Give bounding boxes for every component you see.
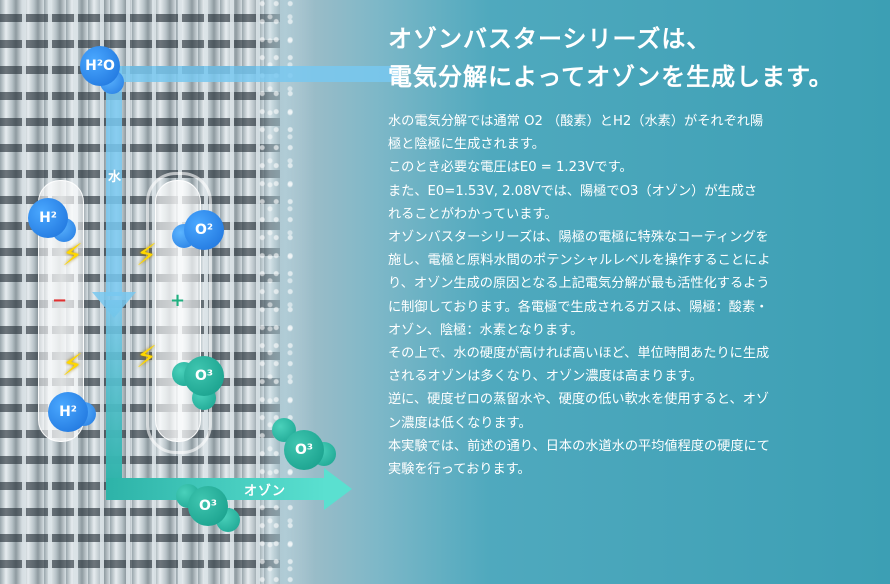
minus-sign: − [52, 290, 68, 311]
water-inflow-arrow [120, 66, 400, 82]
body-line: また、E0=1.53V, 2.08Vでは、陽極でO3（オゾン）が生成さ [388, 183, 758, 199]
body-line: 水の電気分解では通常 O2 （酸素）とH2（水素）がそれぞれ陽 [388, 114, 764, 129]
title-line: 電気分解によってオゾンを生成します。 [388, 63, 834, 91]
body-line: このとき必要な電圧はE0 = 1.23Vです。 [388, 160, 633, 176]
page-title: オゾンバスターシリーズは、 電気分解によってオゾンを生成します。 [388, 20, 858, 96]
body-line: 施し、電極と原料水間のポテンシャルレベルを操作することによ [388, 253, 771, 269]
lightning-icon: ⚡ [62, 348, 84, 383]
description-panel: オゾンバスターシリーズは、 電気分解によってオゾンを生成します。 水の電気分解で… [388, 20, 858, 481]
body-line: れることがわかっています。 [388, 206, 558, 222]
ozone-label: オゾン [244, 484, 287, 499]
body-line: 逆に、硬度ゼロの蒸留水や、硬度の低い軟水を使用すると、オゾ [388, 392, 770, 408]
ozone-down-line [106, 300, 122, 490]
anode-coating-ring [146, 172, 212, 454]
o3-molecule-bottom: O³ [188, 486, 228, 526]
body-line: 極と陰極に生成されます。 [388, 137, 545, 153]
lightning-icon: ⚡ [136, 238, 158, 273]
title-line: オゾンバスターシリーズは、 [388, 25, 712, 53]
body-line: 実験を行っております。 [388, 462, 531, 478]
lightning-icon: ⚡ [136, 340, 158, 375]
body-line: 本実験では、前述の通り、日本の水道水の平均値程度の硬度にて [388, 438, 770, 454]
o3-molecule-top: O³ [284, 430, 324, 470]
body-line: に制御しております。各電極で生成されるガスは、陽極：酸素・ [388, 299, 769, 315]
h2o-molecule: H²O [80, 46, 120, 86]
h2-molecule-bottom: H² [48, 392, 88, 432]
water-down-arrow [106, 66, 122, 296]
plus-sign: + [170, 290, 186, 311]
body-line: オゾンバスターシリーズは、陽極の電極に特殊なコーティングを [388, 230, 769, 246]
o2-molecule: O² [184, 210, 224, 250]
water-label: 水 [108, 170, 122, 185]
h2-molecule-top: H² [28, 198, 68, 238]
o3-molecule-electrode: O³ [184, 356, 224, 396]
body-line: り、オゾン生成の原因となる上記電気分解が最も活性化するよう [388, 276, 770, 292]
body-line: その上で、水の硬度が高ければ高いほど、単位時間あたりに生成 [388, 346, 770, 362]
body-line: ン濃度は低くなります。 [388, 415, 532, 431]
body-line: されるオゾンは多くなり、オゾン濃度は高まります。 [388, 369, 703, 385]
lightning-icon: ⚡ [62, 238, 84, 273]
body-text: 水の電気分解では通常 O2 （酸素）とH2（水素）がそれぞれ陽 極と陰極に生成さ… [388, 110, 858, 481]
body-line: オゾン、陰極：水素となります。 [388, 322, 584, 338]
ozone-arrowhead [324, 468, 352, 510]
electrode-metal-mesh [0, 0, 280, 584]
